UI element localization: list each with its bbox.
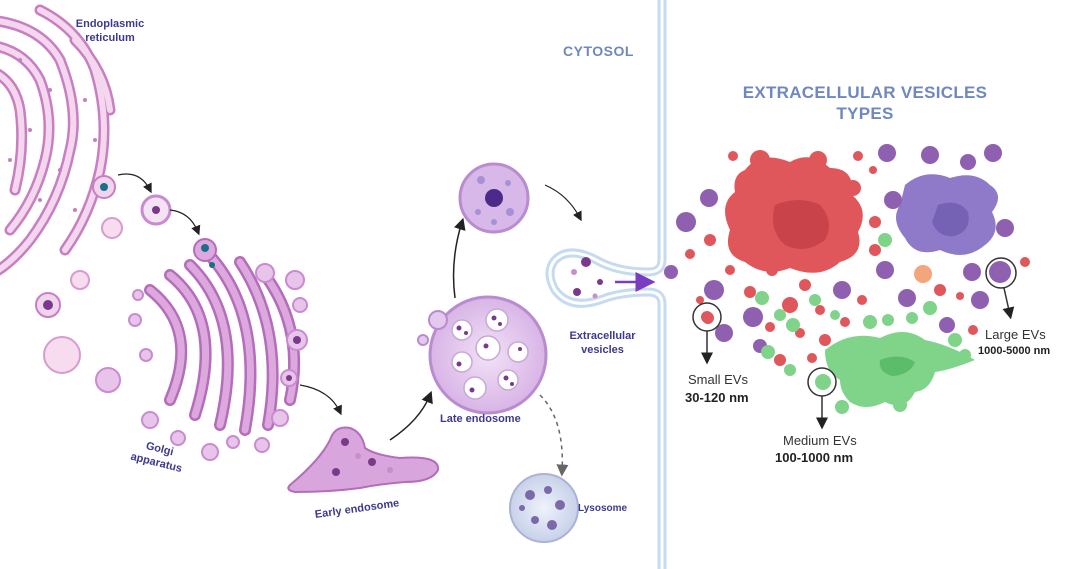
multivesicular-body — [458, 162, 530, 234]
lysosome-label: Lysosome — [578, 503, 628, 514]
large-evs-range: 1000-5000 nm — [978, 345, 1051, 357]
late-endosome-label: Late endosome — [440, 413, 521, 425]
cytosol-label: CYTOSOL — [563, 43, 634, 59]
ev-cluster — [725, 157, 999, 407]
ev-label-line2: vesicles — [581, 344, 624, 356]
medium-evs-range: 100-1000 nm — [775, 450, 854, 465]
small-evs-name: Small EVs — [688, 372, 748, 387]
lysosome — [509, 473, 579, 543]
er-label: Endoplasmic reticulum — [70, 17, 150, 45]
extracellular-vesicles-label: Extracellular vesicles — [560, 329, 645, 357]
er-label-line2: reticulum — [85, 32, 135, 44]
golgi-apparatus — [144, 252, 301, 436]
large-evs-name: Large EVs — [985, 327, 1046, 342]
early-endosome — [287, 426, 440, 494]
ev-types-title: EXTRACELLULAR VESICLES TYPES — [715, 82, 1015, 124]
small-evs-range: 30-120 nm — [685, 390, 749, 405]
ev-label-line1: Extracellular — [569, 330, 636, 342]
plasma-membrane — [545, 0, 667, 569]
ev-types-title-line2: TYPES — [836, 104, 894, 123]
ev-types-title-line1: EXTRACELLULAR VESICLES — [742, 83, 988, 102]
endoplasmic-reticulum — [0, 4, 116, 276]
er-label-line1: Endoplasmic — [75, 18, 145, 30]
late-endosome — [417, 295, 548, 415]
medium-evs-name: Medium EVs — [783, 433, 857, 448]
